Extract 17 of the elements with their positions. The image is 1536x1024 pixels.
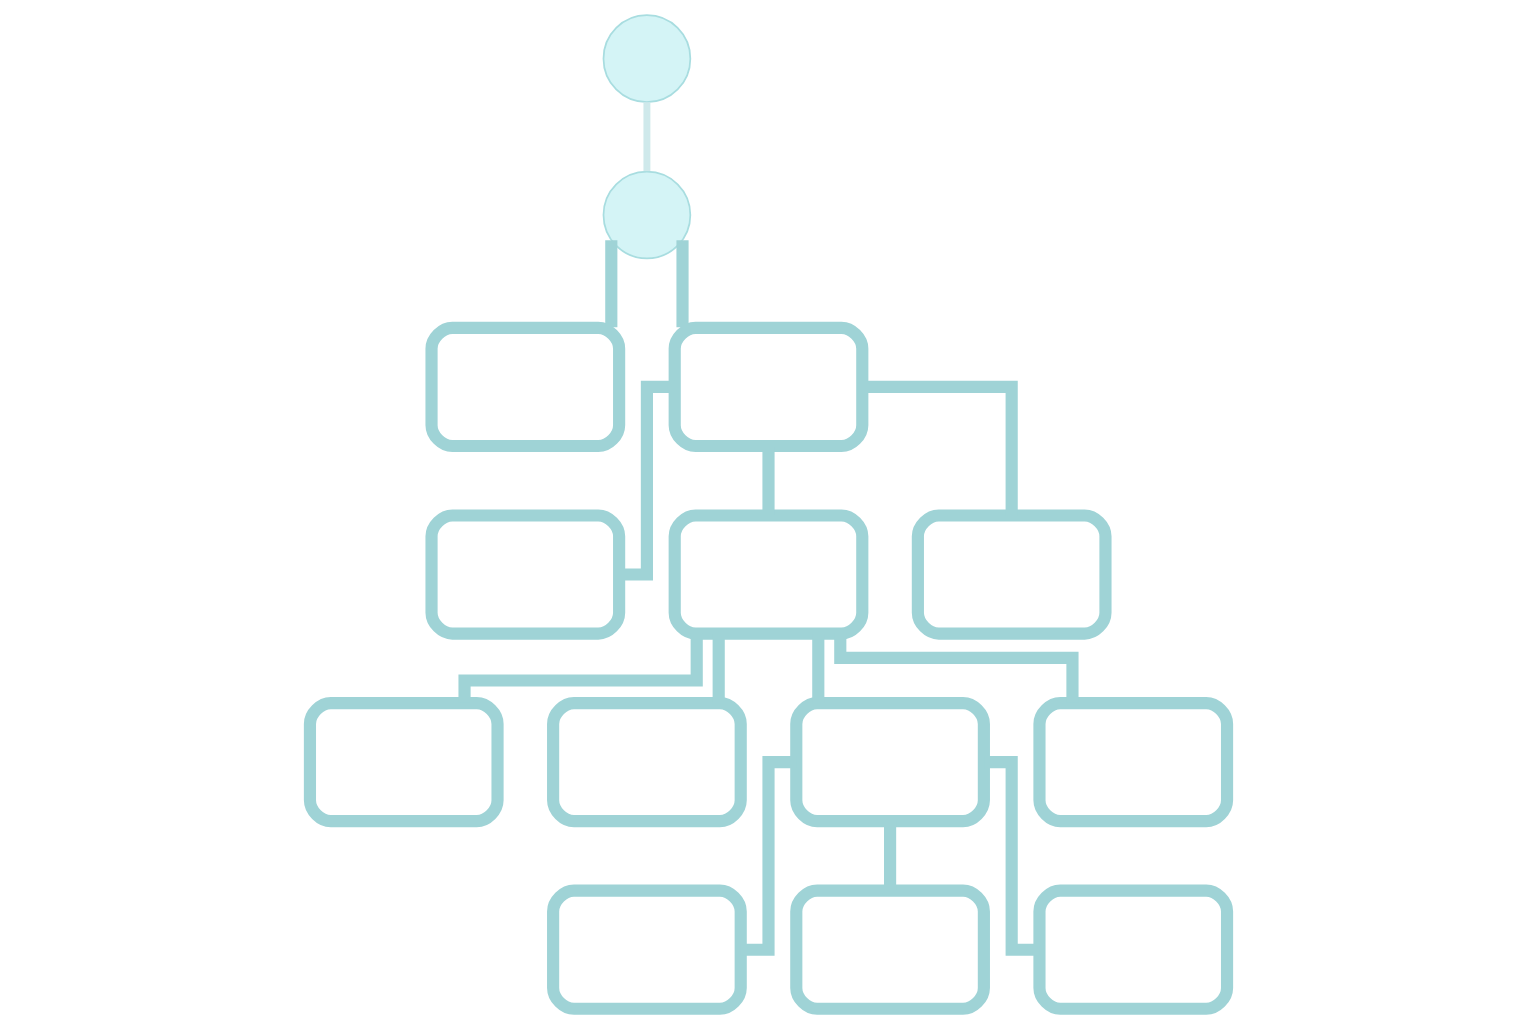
node-box [668,321,868,453]
node-box [1032,884,1233,1015]
node-box [303,696,504,828]
node-box [668,509,868,640]
connector [675,240,689,328]
node-box [546,696,747,828]
connector [604,240,617,328]
node-box [546,884,747,1015]
node-circle [602,170,691,260]
connector [642,102,650,172]
node-circle [602,14,691,103]
node-box [911,509,1112,640]
node-box [424,509,625,640]
node-box [1032,696,1233,828]
node-box [424,321,625,453]
node-box [789,884,990,1015]
node-box [789,696,990,828]
